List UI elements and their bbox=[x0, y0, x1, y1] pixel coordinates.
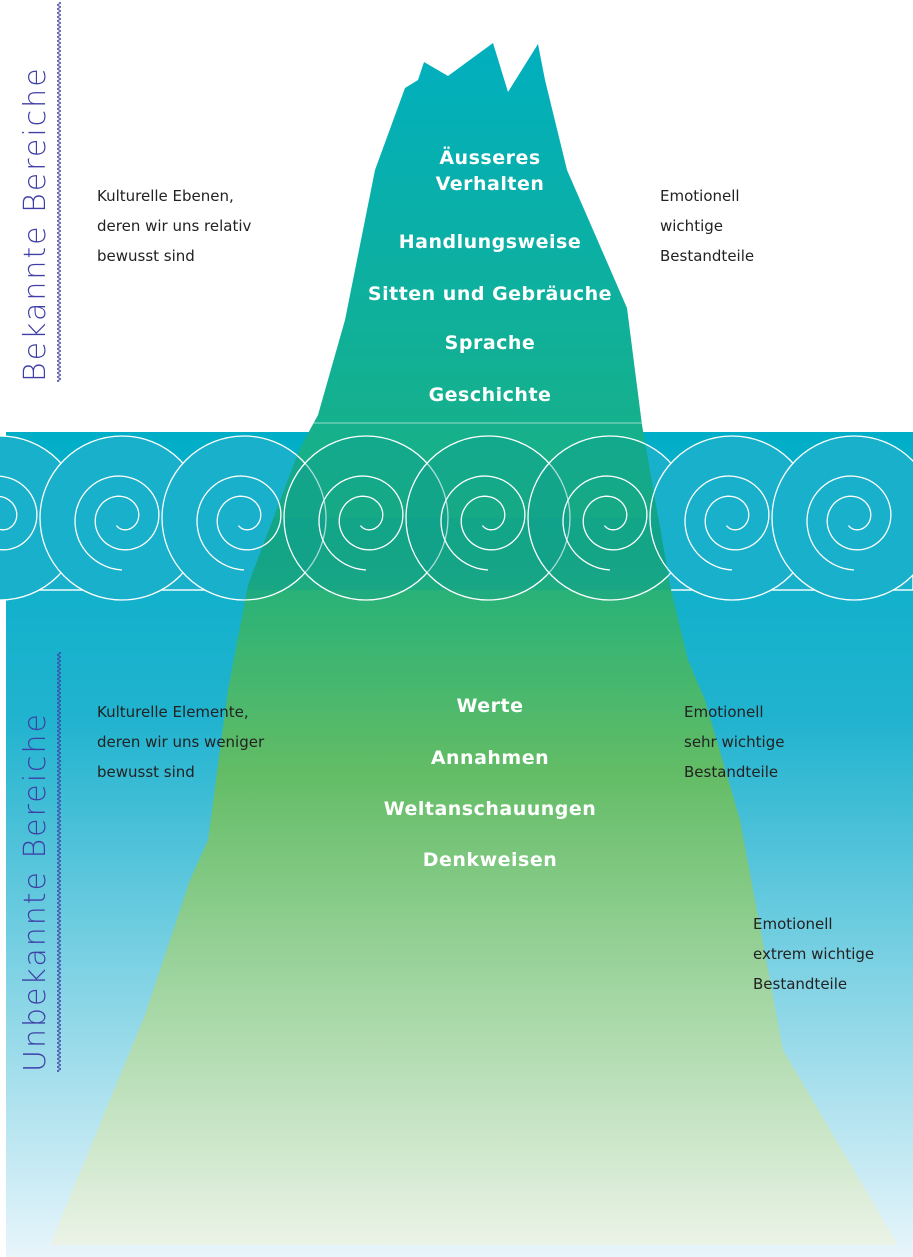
known-zone-text: Bekannte Bereiche bbox=[18, 66, 53, 382]
iceberg-shape bbox=[50, 43, 898, 1245]
note-line: Kulturelle Ebenen, bbox=[97, 187, 234, 205]
tip-level-history: Geschichte bbox=[428, 384, 552, 406]
wave-spiral bbox=[440, 475, 526, 571]
note-line: bewusst sind bbox=[97, 763, 195, 781]
note-line: Bestandteile bbox=[753, 975, 848, 993]
tip-level-outer: Äusseres Verhalten bbox=[300, 145, 680, 197]
wavy-underline-icon bbox=[57, 2, 61, 382]
wave-spiral bbox=[0, 475, 38, 570]
note-line: bewusst sind bbox=[97, 247, 195, 265]
base-level-mindsets: Denkweisen bbox=[422, 849, 558, 871]
base-level-values: Werte bbox=[456, 695, 524, 717]
tip-level-behaviour: Handlungsweise bbox=[398, 231, 582, 253]
tip-level-line: Äusseres bbox=[439, 147, 541, 169]
base-level-assumptions: Annahmen bbox=[430, 747, 550, 769]
note-right-bottom: Emotionell extrem wichtige Bestandteile bbox=[753, 909, 874, 999]
note-left-top: Kulturelle Ebenen, deren wir uns relativ… bbox=[97, 181, 251, 271]
note-line: Emotionell bbox=[660, 187, 740, 205]
wave-spiral bbox=[684, 475, 770, 571]
wave-spiral bbox=[806, 475, 892, 571]
note-left-bottom: Kulturelle Elemente, deren wir uns wenig… bbox=[97, 697, 264, 787]
note-line: sehr wichtige bbox=[684, 733, 785, 751]
wave-spiral bbox=[318, 475, 404, 571]
note-right-mid: Emotionell sehr wichtige Bestandteile bbox=[684, 697, 784, 787]
unknown-zone-text: Unbekannte Bereiche bbox=[18, 711, 53, 1072]
note-line: extrem wichtige bbox=[753, 945, 875, 963]
note-line: Bestandteile bbox=[684, 763, 779, 781]
note-line: Emotionell bbox=[753, 915, 833, 933]
wave-spiral bbox=[562, 475, 648, 571]
note-line: Emotionell bbox=[684, 703, 764, 721]
known-zone-label: Bekannte Bereiche bbox=[18, 2, 62, 382]
wave-spiral bbox=[196, 475, 282, 571]
note-line: wichtige bbox=[660, 217, 723, 235]
note-line: Kulturelle Elemente, bbox=[97, 703, 249, 721]
wavy-underline-icon bbox=[57, 652, 61, 1072]
unknown-zone-label: Unbekannte Bereiche bbox=[18, 652, 62, 1072]
tip-level-language: Sprache bbox=[444, 332, 536, 354]
wave-spiral bbox=[74, 475, 160, 571]
wave-crest bbox=[405, 435, 571, 601]
note-right-top: Emotionell wichtige Bestandteile bbox=[660, 181, 754, 271]
tip-level-line: Verhalten bbox=[435, 173, 545, 195]
note-line: deren wir uns relativ bbox=[97, 217, 252, 235]
wave-crest bbox=[283, 435, 449, 601]
tip-level-customs: Sitten und Gebräuche bbox=[367, 283, 613, 305]
base-level-worldviews: Weltanschauungen bbox=[383, 798, 597, 820]
note-line: Bestandteile bbox=[660, 247, 755, 265]
note-line: deren wir uns weniger bbox=[97, 733, 265, 751]
wave-crest bbox=[771, 435, 913, 601]
